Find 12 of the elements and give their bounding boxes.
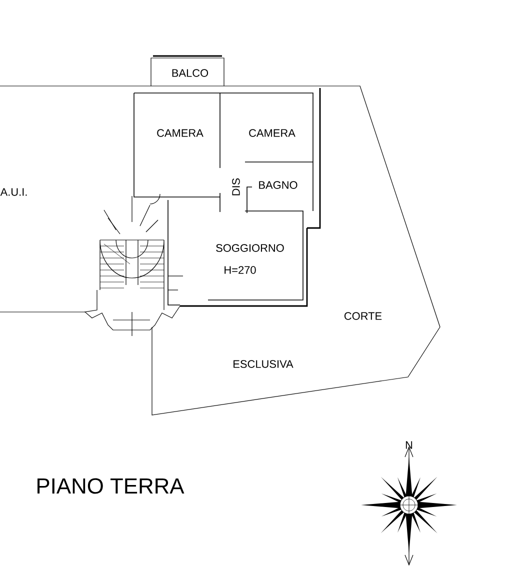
room-label: A.U.I. xyxy=(0,188,27,196)
area-label: CORTE xyxy=(344,312,382,320)
room-label: BALCO xyxy=(172,69,208,77)
area-label: ESCLUSIVA xyxy=(234,360,294,368)
compass-letter: N xyxy=(406,441,412,449)
height-label: H=270 xyxy=(224,266,256,274)
room-label: DIS xyxy=(232,178,240,196)
room-label: CAMERA xyxy=(249,129,296,137)
room-label: CAMERA xyxy=(157,129,204,137)
room-label: SOGGIORNO xyxy=(216,244,284,252)
room-label: BAGNO xyxy=(259,181,298,189)
plan-title: PIANO TERRA xyxy=(38,478,184,494)
